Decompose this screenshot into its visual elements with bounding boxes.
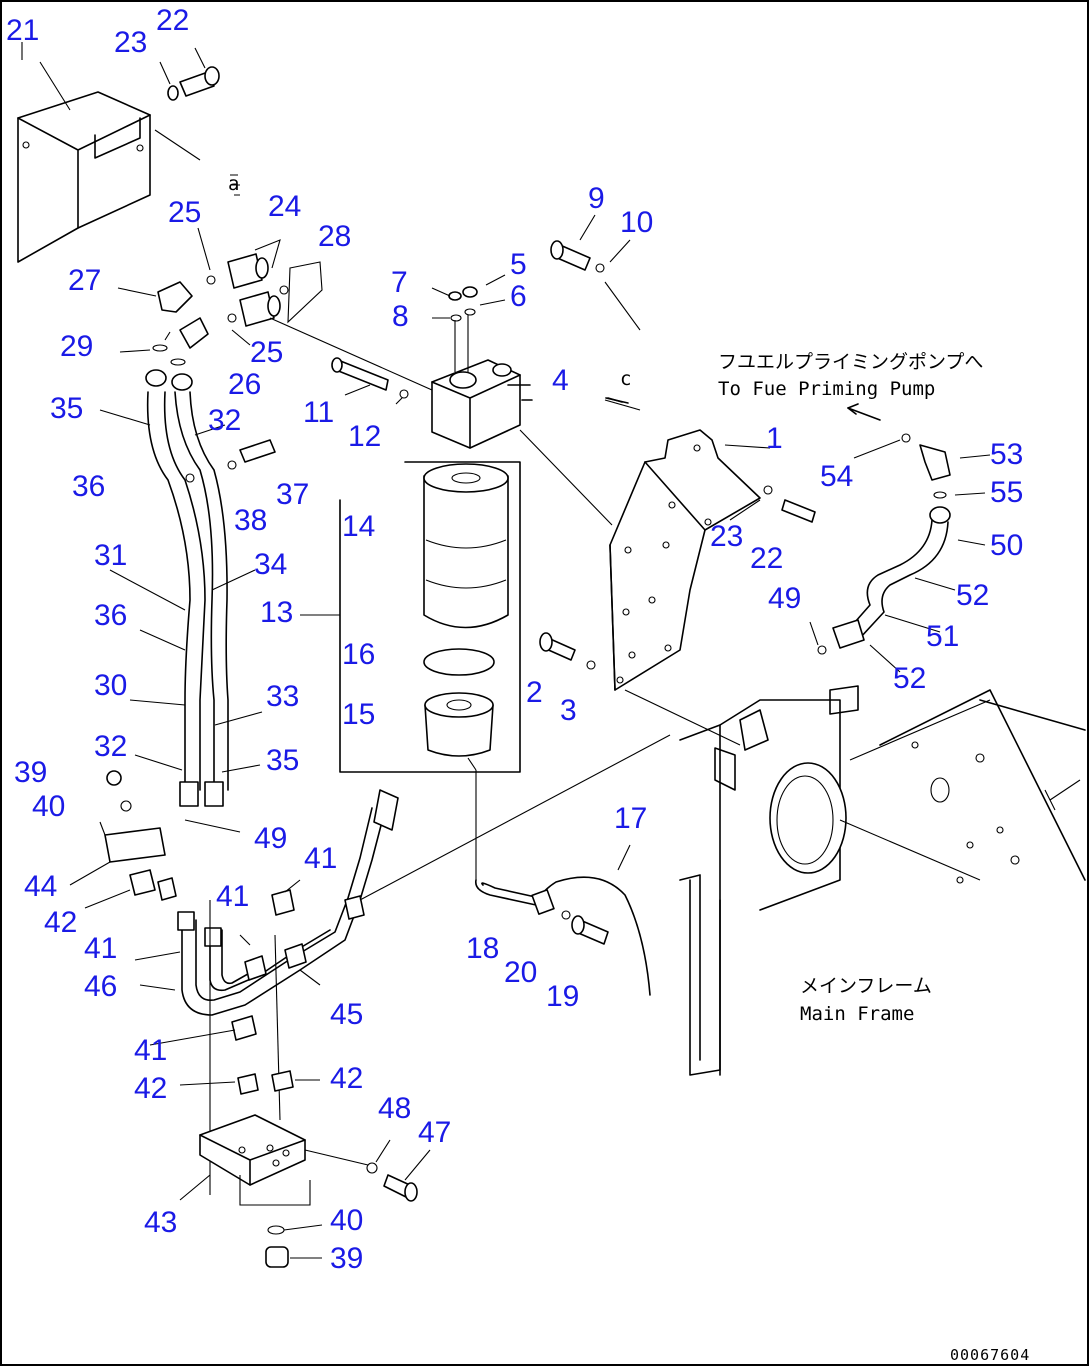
callout-15: 15 xyxy=(342,698,375,731)
fittings-group-24-29 xyxy=(117,227,323,366)
note-ref-a: a xyxy=(228,173,239,195)
callout-42b: 42 xyxy=(134,1072,167,1105)
callout-42: 42 xyxy=(44,906,77,939)
callout-39: 39 xyxy=(14,756,47,789)
clamp-bracket-part-44 xyxy=(69,770,177,909)
drawing-code: 00067604 xyxy=(950,1346,1030,1364)
callout-18: 18 xyxy=(466,932,499,965)
callout-23b: 23 xyxy=(710,520,743,553)
callout-4: 4 xyxy=(552,364,569,397)
callout-5: 5 xyxy=(510,248,527,281)
note-ref-c: c xyxy=(620,368,631,390)
callout-49: 49 xyxy=(768,582,801,615)
callout-34: 34 xyxy=(254,548,287,581)
callout-28: 28 xyxy=(318,220,351,253)
callout-41b: 41 xyxy=(216,880,249,913)
hose-assembly-parts-30-36 xyxy=(99,369,276,807)
callout-26: 26 xyxy=(228,368,261,401)
callout-22: 22 xyxy=(156,4,189,37)
callout-7: 7 xyxy=(391,266,408,299)
callout-49b: 49 xyxy=(254,822,287,855)
pipe-assembly-parts-45-46 xyxy=(134,789,399,1195)
callout-50: 50 xyxy=(990,529,1023,562)
main-frame xyxy=(359,685,1086,1076)
callout-47: 47 xyxy=(418,1116,451,1149)
callout-14: 14 xyxy=(342,510,375,543)
callout-30: 30 xyxy=(94,669,127,702)
callout-1: 1 xyxy=(766,422,783,455)
callout-22b: 22 xyxy=(750,542,783,575)
callout-10: 10 xyxy=(620,206,653,239)
callout-9: 9 xyxy=(588,182,605,215)
callout-33: 33 xyxy=(266,680,299,713)
callout-36b: 36 xyxy=(94,599,127,632)
callout-42c: 42 xyxy=(330,1062,363,1095)
callout-31: 31 xyxy=(94,539,127,572)
callout-52: 52 xyxy=(956,579,989,612)
annotation-notes: フユエルプライミングポンプへ To Fue Priming Pump メインフレ… xyxy=(228,173,1030,1364)
callout-43: 43 xyxy=(144,1206,177,1239)
callout-40b: 40 xyxy=(330,1204,363,1237)
callout-45: 45 xyxy=(330,998,363,1031)
callout-44: 44 xyxy=(24,870,57,903)
callout-40: 40 xyxy=(32,790,65,823)
callout-32: 32 xyxy=(208,404,241,437)
callout-36: 36 xyxy=(72,470,105,503)
callout-35: 35 xyxy=(50,392,83,425)
callout-41c: 41 xyxy=(84,932,117,965)
note-fuel-pump-jp: フユエルプライミングポンプへ xyxy=(718,351,983,373)
callout-41d: 41 xyxy=(134,1034,167,1067)
callout-27: 27 xyxy=(68,264,101,297)
filter-assembly-part-13 xyxy=(300,461,521,880)
callout-24: 24 xyxy=(268,190,301,223)
priming-pump-line-parts-49-55 xyxy=(605,397,991,673)
bolt-part-2 xyxy=(539,632,596,670)
callout-17: 17 xyxy=(614,802,647,835)
note-fuel-pump-en: To Fue Priming Pump xyxy=(718,378,935,400)
callout-46: 46 xyxy=(84,970,117,1003)
callout-25: 25 xyxy=(168,196,201,229)
filter-head-part-4 xyxy=(269,274,533,449)
callout-11: 11 xyxy=(303,396,334,429)
callout-29: 29 xyxy=(60,330,93,363)
callout-35b: 35 xyxy=(266,744,299,777)
callout-39b: 39 xyxy=(330,1242,363,1275)
callout-51: 51 xyxy=(926,620,959,653)
callout-2: 2 xyxy=(526,676,543,709)
drain-hose-part-17 xyxy=(474,844,651,996)
cover-part-21 xyxy=(17,42,240,263)
callout-20: 20 xyxy=(504,956,537,989)
note-frame-en: Main Frame xyxy=(800,1003,914,1025)
callout-23: 23 xyxy=(114,26,147,59)
callout-41: 41 xyxy=(304,842,337,875)
callout-25b: 25 xyxy=(250,336,283,369)
callout-19: 19 xyxy=(546,980,579,1013)
callout-8: 8 xyxy=(392,300,409,333)
callout-48: 48 xyxy=(378,1092,411,1125)
callout-53: 53 xyxy=(990,438,1023,471)
callout-37: 37 xyxy=(276,478,309,511)
callout-6: 6 xyxy=(510,280,527,313)
callout-12: 12 xyxy=(348,420,381,453)
callout-16: 16 xyxy=(342,638,375,671)
note-frame-jp: メインフレーム xyxy=(800,975,932,997)
bolt-part-9 xyxy=(550,214,641,331)
callout-38: 38 xyxy=(234,504,267,537)
callout-13: 13 xyxy=(260,596,293,629)
callout-32b: 32 xyxy=(94,730,127,763)
bolt-part-22-top xyxy=(159,47,220,101)
callout-3: 3 xyxy=(560,694,577,727)
callout-numbers: 21 23 22 24 28 25 27 25 26 29 9 10 7 5 6… xyxy=(6,4,1023,1275)
callout-52b: 52 xyxy=(893,662,926,695)
callout-21: 21 xyxy=(6,14,39,47)
bracket-part-1 xyxy=(519,397,816,746)
callout-54: 54 xyxy=(820,460,853,493)
callout-55: 55 xyxy=(990,476,1023,509)
support-bracket-part-43 xyxy=(179,1070,431,1268)
